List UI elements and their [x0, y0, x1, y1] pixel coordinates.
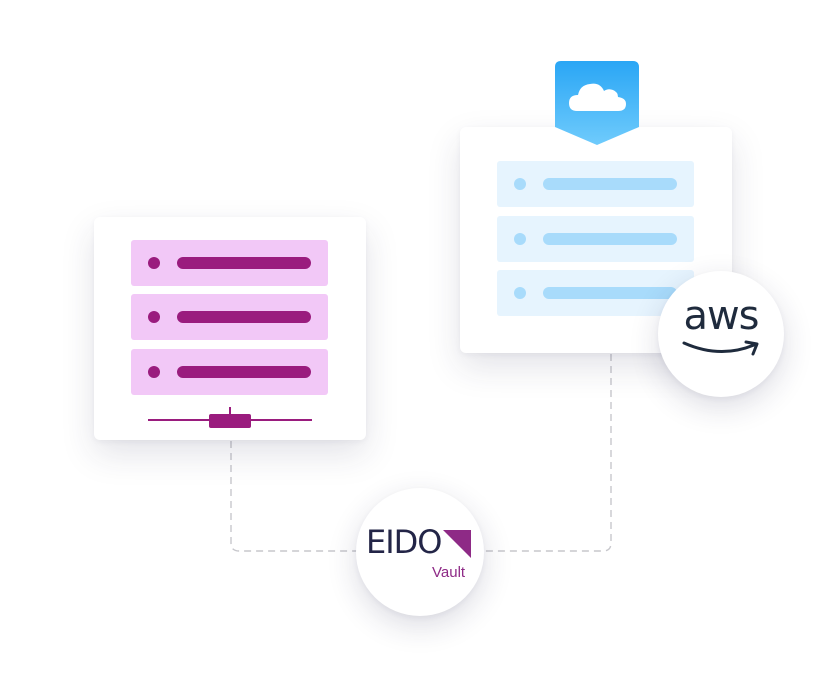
eido-logo-text: EIDO	[366, 523, 442, 561]
cloud-icon	[555, 61, 639, 145]
connector-cloud-to-eido	[470, 354, 612, 552]
server-row-dot	[148, 257, 160, 269]
server-row	[497, 216, 694, 262]
server-row-bar	[177, 311, 311, 323]
eido-vault-logo: EIDO Vault	[356, 488, 484, 616]
server-row-dot	[514, 287, 526, 299]
server-row-dot	[148, 366, 160, 378]
server-row-dot	[514, 178, 526, 190]
server-row-dot	[514, 233, 526, 245]
triangle-mark-icon	[443, 530, 471, 558]
server-row-bar	[177, 366, 311, 378]
server-row-bar	[177, 257, 311, 269]
server-row	[131, 294, 328, 340]
server-row	[131, 240, 328, 286]
aws-logo: aws	[658, 271, 784, 397]
server-row	[497, 161, 694, 207]
aws-logo-text: aws	[683, 293, 759, 339]
eido-logo-subtext: Vault	[432, 564, 466, 581]
connector-local-to-eido	[230, 441, 372, 552]
server-row-bar	[543, 287, 677, 299]
server-row-bar	[543, 233, 677, 245]
network-connector-icon	[148, 407, 312, 428]
server-row	[131, 349, 328, 395]
server-row-dot	[148, 311, 160, 323]
amazon-smile-icon	[682, 340, 759, 356]
server-row-bar	[543, 178, 677, 190]
server-row	[497, 270, 694, 316]
local-server-card	[94, 217, 366, 440]
